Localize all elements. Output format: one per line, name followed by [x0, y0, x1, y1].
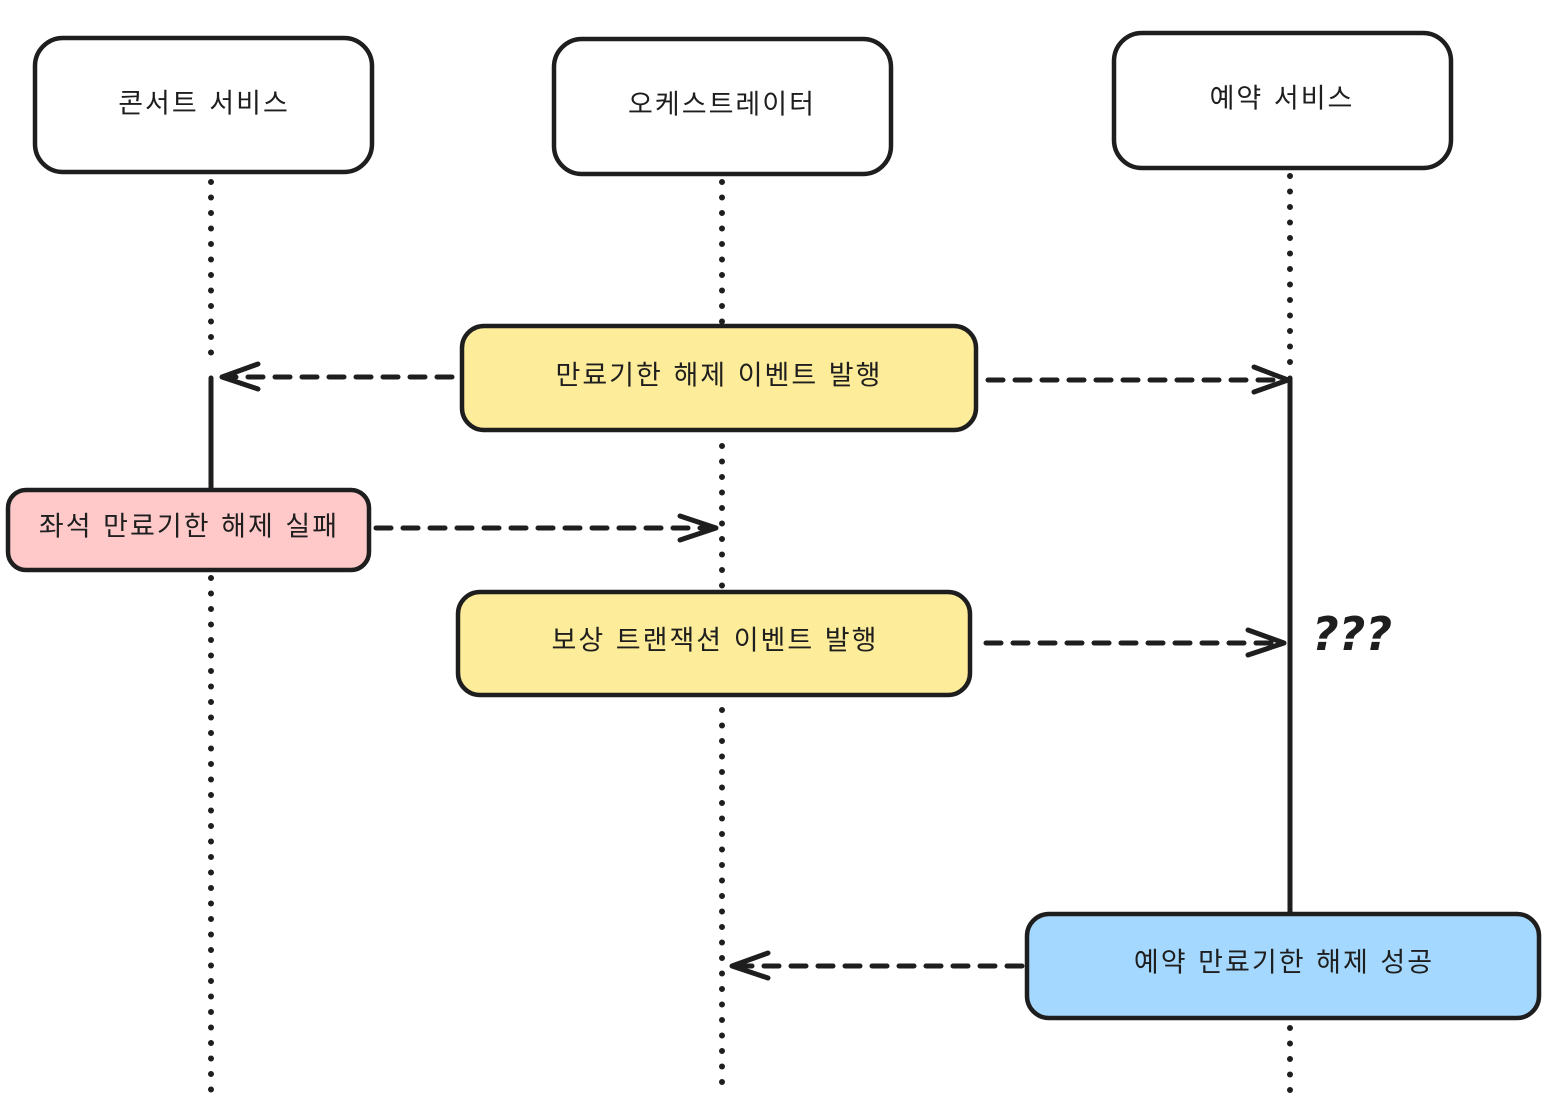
- participant-concert-label: 콘서트 서비스: [118, 89, 290, 120]
- message-seat-fail: 좌석 만료기한 해제 실패: [5, 487, 372, 573]
- participant-reservation-service: 예약 서비스: [1111, 30, 1454, 171]
- message-compensation-event-label: 보상 트랜잭션 이벤트 발행: [552, 626, 879, 657]
- arrow-orchestrator-to-concert: [219, 361, 455, 392]
- message-reservation-success-label: 예약 만료기한 해제 성공: [1134, 948, 1434, 979]
- message-expire-event-label: 만료기한 해제 이벤트 발행: [556, 361, 883, 392]
- message-expire-event: 만료기한 해제 이벤트 발행: [459, 323, 979, 433]
- arrow-orchestrator-to-reservation: [985, 364, 1291, 395]
- participant-concert-service: 콘서트 서비스: [32, 35, 375, 175]
- arrow-concert-fail-to-orchestrator: [373, 513, 719, 543]
- arrow-compensation-to-reservation: [983, 627, 1287, 658]
- message-compensation-event: 보상 트랜잭션 이벤트 발행: [455, 589, 973, 698]
- participant-orchestrator-label: 오케스트레이터: [628, 90, 816, 121]
- participant-reservation-label: 예약 서비스: [1210, 84, 1355, 115]
- message-seat-fail-label: 좌석 만료기한 해제 실패: [39, 512, 339, 543]
- message-reservation-success: 예약 만료기한 해제 성공: [1024, 911, 1542, 1021]
- arrow-reservation-success-to-orchestrator: [729, 950, 1025, 981]
- unknown-annotation: ???: [1312, 607, 1392, 661]
- participant-orchestrator: 오케스트레이터: [551, 36, 894, 177]
